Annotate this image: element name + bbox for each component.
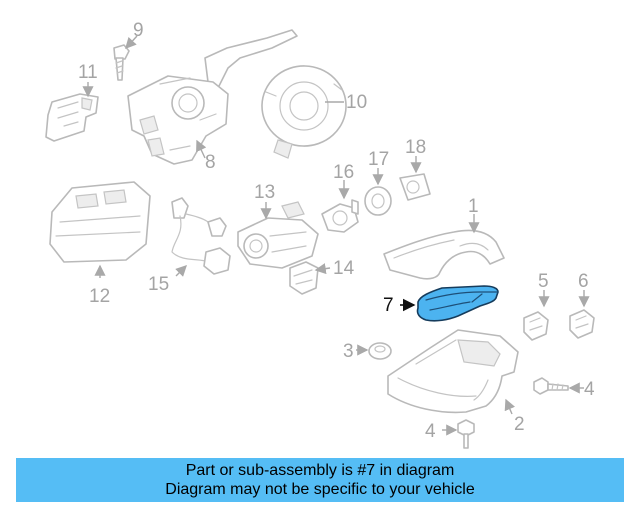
leader-8 bbox=[196, 139, 207, 159]
part-2-lower-cover[interactable] bbox=[387, 329, 519, 414]
callout-14[interactable]: 14 bbox=[333, 258, 355, 279]
part-7-highlighted-trim[interactable] bbox=[416, 285, 499, 322]
part-6-clip[interactable] bbox=[569, 309, 595, 339]
parts-diagram: 9 11 8 10 12 bbox=[45, 20, 595, 449]
callout-6[interactable]: 6 bbox=[578, 271, 589, 292]
callout-1[interactable]: 1 bbox=[468, 196, 479, 217]
callout-13[interactable]: 13 bbox=[254, 182, 275, 203]
callout-5[interactable]: 5 bbox=[538, 271, 549, 292]
part-12-module[interactable] bbox=[49, 181, 151, 263]
callout-3[interactable]: 3 bbox=[343, 341, 354, 362]
part-17-ring[interactable] bbox=[364, 186, 392, 216]
callout-16[interactable]: 16 bbox=[333, 162, 354, 183]
part-18-trim-plate[interactable] bbox=[399, 173, 431, 201]
callout-9[interactable]: 9 bbox=[133, 20, 144, 41]
part-14-bracket[interactable] bbox=[289, 261, 319, 295]
part-16-lock-cylinder[interactable] bbox=[321, 199, 359, 233]
banner-line-2: Diagram may not be specific to your vehi… bbox=[165, 481, 475, 498]
leader-14 bbox=[314, 263, 331, 275]
leader-9 bbox=[125, 35, 138, 50]
callout-4-bottom[interactable]: 4 bbox=[425, 421, 436, 442]
callout-18[interactable]: 18 bbox=[405, 137, 426, 158]
part-5-clip[interactable] bbox=[523, 311, 549, 341]
part-10-clock-spring[interactable] bbox=[261, 65, 347, 159]
part-9-screw[interactable] bbox=[113, 44, 130, 81]
leader-15 bbox=[175, 265, 187, 277]
part-4-screw-right[interactable] bbox=[533, 377, 569, 395]
callout-15[interactable]: 15 bbox=[148, 274, 169, 295]
part-1-upper-cover[interactable] bbox=[383, 229, 505, 280]
callout-2[interactable]: 2 bbox=[514, 414, 525, 435]
banner-line-1: Part or sub-assembly is #7 in diagram bbox=[185, 462, 455, 479]
part-13-lock-housing[interactable] bbox=[237, 201, 319, 269]
callout-10[interactable]: 10 bbox=[346, 92, 367, 113]
part-4-screw-bottom[interactable] bbox=[457, 419, 475, 449]
callout-8[interactable]: 8 bbox=[205, 152, 216, 173]
callout-7[interactable]: 7 bbox=[383, 295, 394, 316]
callout-17[interactable]: 17 bbox=[368, 149, 389, 170]
callout-11[interactable]: 11 bbox=[78, 62, 98, 83]
part-3-grommet[interactable] bbox=[368, 342, 392, 360]
callout-12[interactable]: 12 bbox=[89, 286, 110, 307]
part-11-bracket[interactable] bbox=[45, 93, 99, 142]
leader-2 bbox=[504, 398, 516, 415]
part-15-harness[interactable] bbox=[171, 197, 231, 275]
callout-4-right[interactable]: 4 bbox=[584, 379, 595, 400]
info-banner: Part or sub-assembly is #7 in diagram Di… bbox=[16, 458, 624, 502]
